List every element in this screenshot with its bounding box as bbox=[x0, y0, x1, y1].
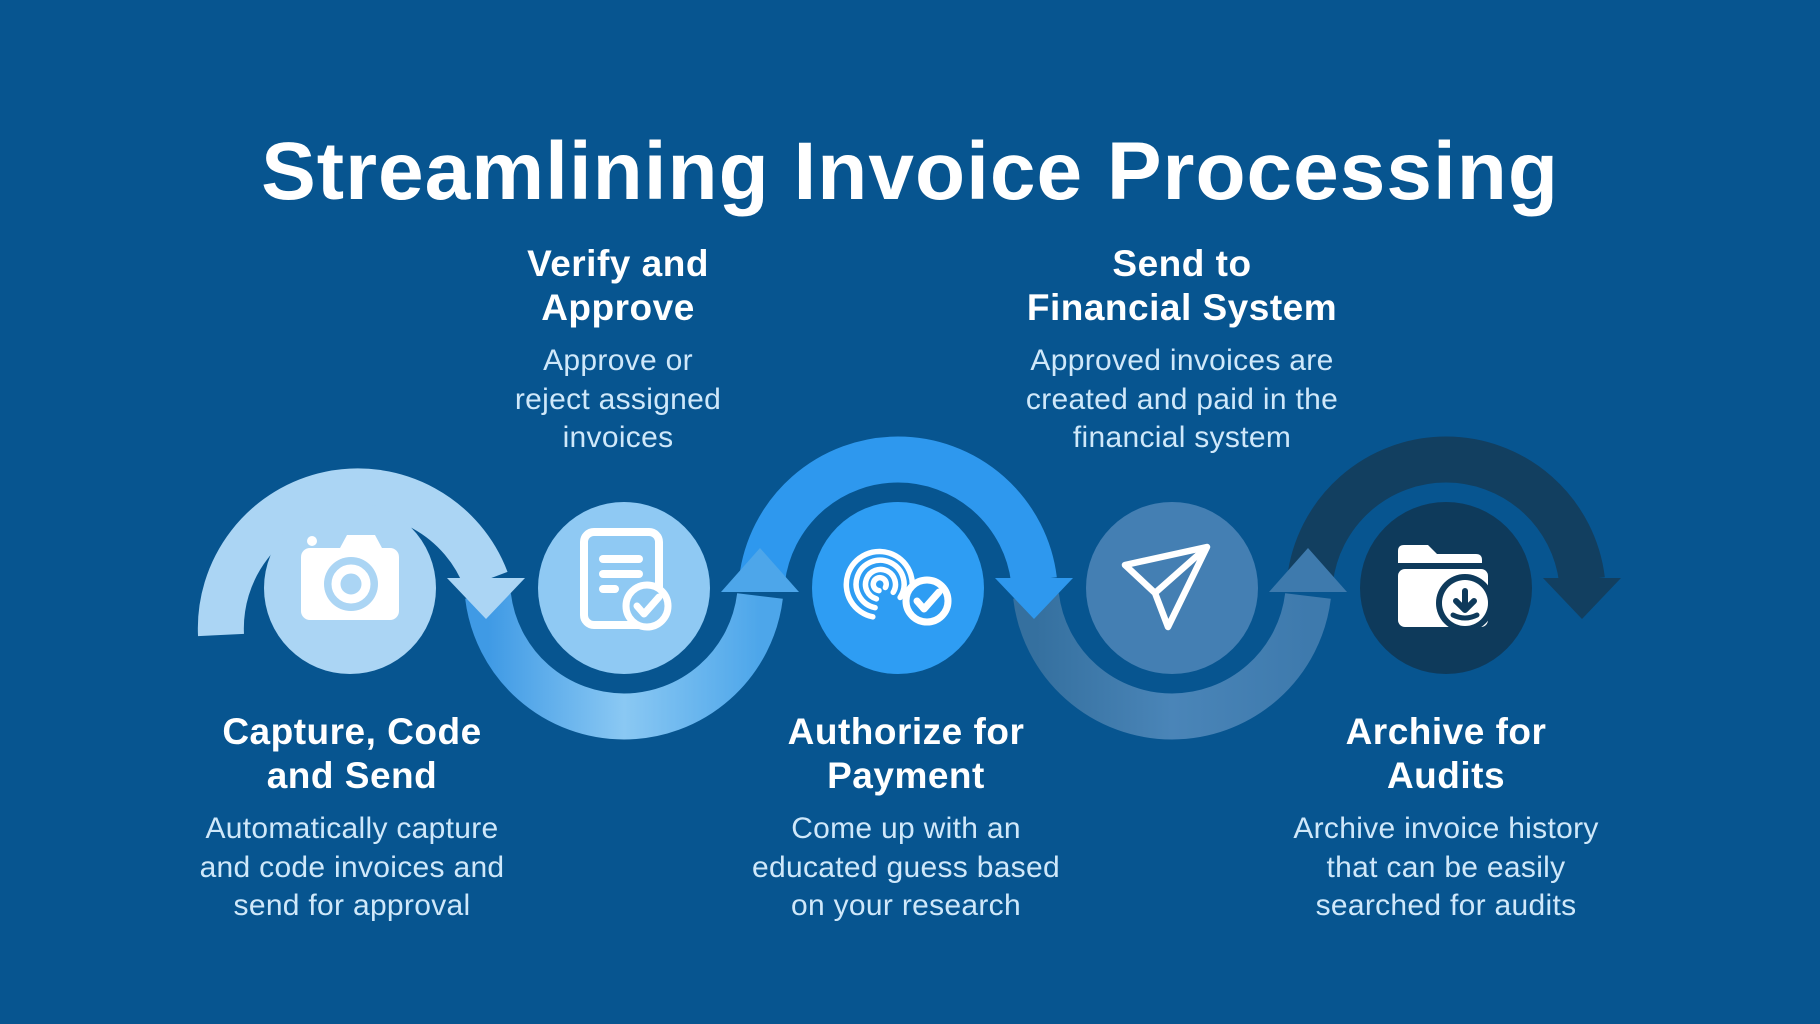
step3-label: Authorize for Payment Come up with an ed… bbox=[706, 710, 1106, 925]
flow-arc-step1 bbox=[197, 468, 525, 637]
step2-circle bbox=[538, 502, 710, 674]
step4-title: Send to Financial System bbox=[1026, 243, 1338, 328]
flow-arc-step5 bbox=[1287, 436, 1621, 619]
step5-title: Archive for Audits bbox=[1345, 711, 1547, 796]
flow-arc-step4 bbox=[1013, 548, 1347, 740]
arrow-down-icon bbox=[995, 578, 1073, 619]
step3-description: Come up with an educated guess based on … bbox=[752, 812, 1060, 923]
flow-arc-step3 bbox=[739, 436, 1073, 619]
step3-circle bbox=[812, 502, 984, 674]
arrow-up-icon bbox=[721, 548, 799, 592]
step2-description: Approve or reject assigned invoices bbox=[514, 344, 722, 455]
page-title: Streamlining Invoice Processing bbox=[261, 125, 1559, 217]
camera-icon bbox=[301, 535, 399, 620]
arrow-up-icon bbox=[1269, 548, 1347, 592]
step3-title: Authorize for Payment bbox=[787, 711, 1025, 796]
step5-label: Archive for Audits Archive invoice histo… bbox=[1246, 710, 1646, 925]
paper-plane-icon bbox=[1121, 543, 1211, 631]
document-check-icon bbox=[580, 528, 672, 631]
arrow-down-icon bbox=[1543, 578, 1621, 619]
arrow-down-icon bbox=[447, 578, 525, 619]
step1-description: Automatically capture and code invoices … bbox=[199, 812, 505, 923]
step2-title: Verify and Approve bbox=[527, 243, 709, 328]
step2-label: Verify and Approve Approve or reject ass… bbox=[418, 242, 818, 457]
step5-description: Archive invoice history that can be easi… bbox=[1293, 812, 1599, 923]
flow-arc-step2 bbox=[465, 548, 799, 740]
step1-title: Capture, Code and Send bbox=[222, 711, 482, 796]
folder-download-icon bbox=[1398, 545, 1494, 632]
step4-circle bbox=[1086, 502, 1258, 674]
step4-label: Send to Financial System Approved invoic… bbox=[982, 242, 1382, 457]
fingerprint-check-icon bbox=[843, 548, 952, 626]
step1-label: Capture, Code and Send Automatically cap… bbox=[152, 710, 552, 925]
step4-description: Approved invoices are created and paid i… bbox=[1025, 344, 1339, 455]
